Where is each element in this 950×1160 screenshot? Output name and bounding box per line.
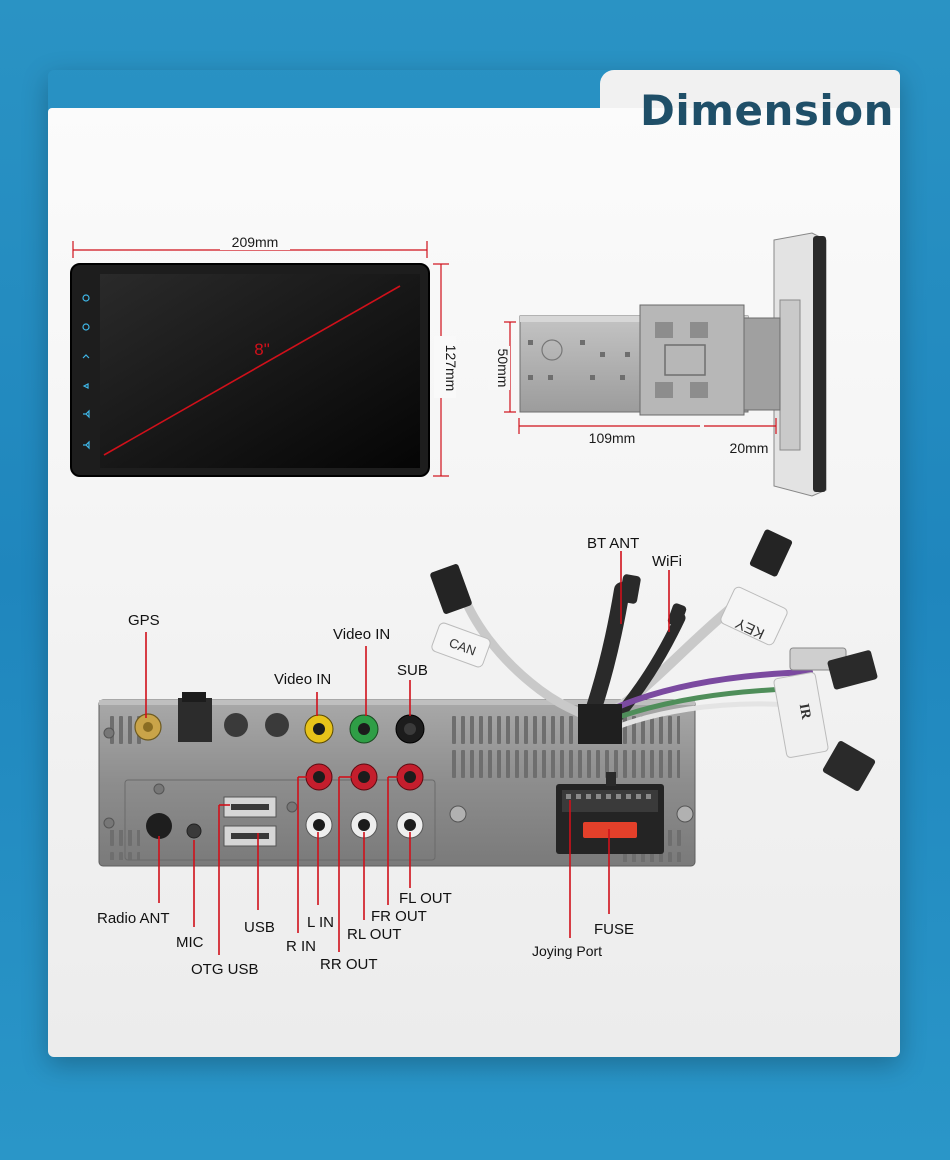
height-dimension: 127mm xyxy=(433,263,459,477)
ir-connector xyxy=(773,647,878,791)
front-depth-label: 20mm xyxy=(730,440,769,456)
bt-ant-tip xyxy=(619,574,641,604)
page-title: Dimension xyxy=(640,86,895,135)
wifi-tip xyxy=(667,603,687,627)
side-height-label: 50mm xyxy=(495,349,511,388)
depth-label: 109mm xyxy=(589,430,636,446)
l-in-label: L IN xyxy=(307,914,334,931)
side-height-dimension: 50mm xyxy=(488,321,516,413)
ir-label: IR xyxy=(796,702,814,721)
diagonal-line xyxy=(103,285,401,456)
can-connector xyxy=(430,564,491,668)
joying-port-label: Joying Port xyxy=(532,943,603,959)
depth-dimension: 109mm xyxy=(518,418,700,446)
sub-label: SUB xyxy=(397,662,428,679)
head-unit-front: 8" xyxy=(70,263,430,477)
wifi-label: WiFi xyxy=(652,553,682,570)
fl-out-label: FL OUT xyxy=(399,890,452,907)
usb-label: USB xyxy=(244,919,275,936)
front-buttons xyxy=(82,294,90,450)
rr-out-label: RR OUT xyxy=(320,956,378,973)
front-depth-dimension: 20mm xyxy=(704,418,777,456)
video-in-top-label: Video IN xyxy=(333,626,391,643)
width-dimension: 209mm xyxy=(72,234,428,258)
pointer-lines xyxy=(145,551,670,955)
otg-usb-label: OTG USB xyxy=(191,961,259,978)
width-label: 209mm xyxy=(232,234,279,250)
radio-ant-label: Radio ANT xyxy=(97,910,170,927)
diagonal-label: 8" xyxy=(254,340,270,359)
r-in-label: R IN xyxy=(286,938,316,955)
bt-ant-label: BT ANT xyxy=(587,535,640,552)
height-label: 127mm xyxy=(443,345,459,392)
harness-plug xyxy=(578,704,622,744)
rl-out-label: RL OUT xyxy=(347,926,402,943)
key-connector xyxy=(720,529,793,646)
fuse-label: FUSE xyxy=(594,921,635,938)
gps-label: GPS xyxy=(128,612,160,629)
video-in-label: Video IN xyxy=(274,671,332,688)
fr-out-label: FR OUT xyxy=(371,908,427,925)
head-unit-side xyxy=(519,232,827,497)
mic-label: MIC xyxy=(176,934,204,951)
